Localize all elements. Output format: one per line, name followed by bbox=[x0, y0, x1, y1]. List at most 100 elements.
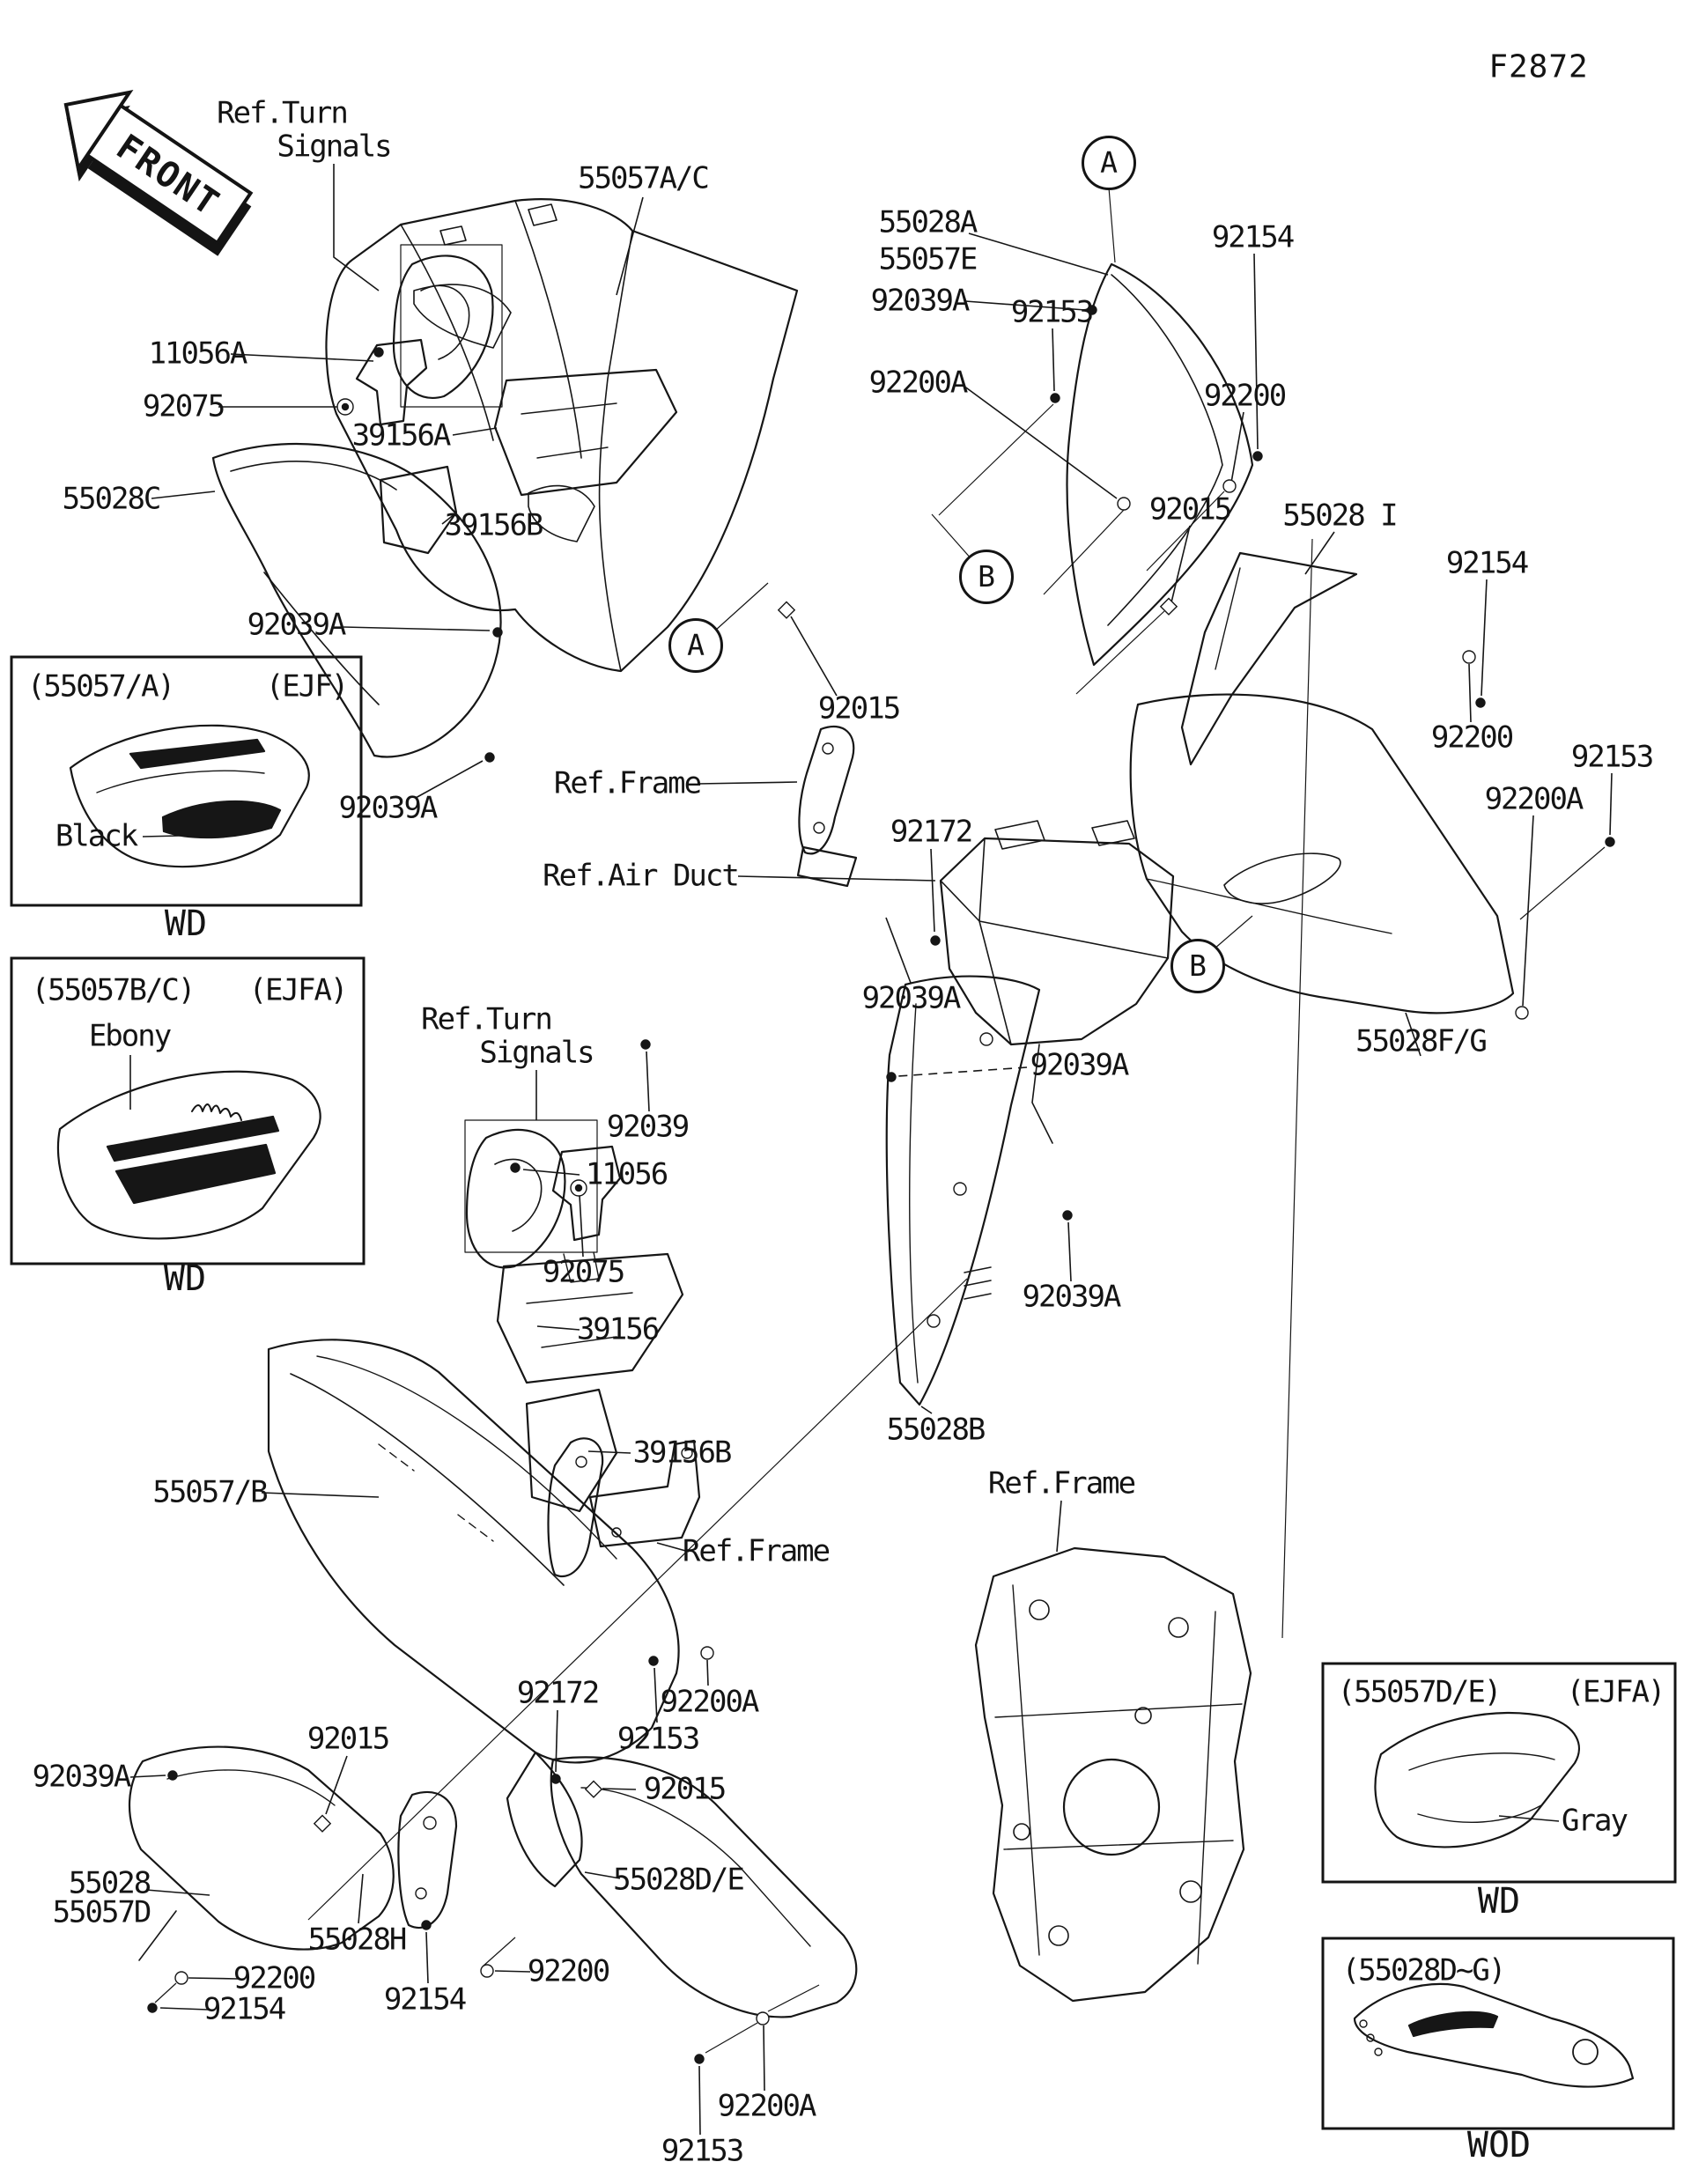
label-39156b-1: 39156B bbox=[444, 507, 544, 543]
label-92039a-7: 92039A bbox=[32, 1759, 132, 1795]
label-92015-1: 92015 bbox=[1148, 491, 1232, 528]
part-windshield-55028a-55057e bbox=[1066, 262, 1254, 667]
label-92154-2: 92154 bbox=[1445, 545, 1529, 581]
label-92153-2: 92153 bbox=[1570, 739, 1654, 775]
axis-lines bbox=[154, 187, 1606, 2054]
box3-caption: WD bbox=[1477, 1881, 1521, 1922]
variant-fairing-gray bbox=[1374, 1711, 1580, 1848]
screw-92039a-7 bbox=[167, 1770, 178, 1781]
part-heat-pad-39156a bbox=[493, 368, 678, 497]
part-bracket-11056 bbox=[551, 1145, 622, 1242]
part-frame-bracket-1 bbox=[796, 725, 858, 888]
ref-frame-2: Ref.Frame bbox=[987, 1465, 1136, 1502]
label-55057b: 55057/B bbox=[152, 1474, 268, 1510]
label-92154-3: 92154 bbox=[203, 1991, 286, 2027]
part-side-cowl-55028fg bbox=[1129, 693, 1515, 1015]
figure-code: F2872 bbox=[1488, 48, 1589, 85]
label-92153-3: 92153 bbox=[617, 1721, 700, 1757]
part-inner-cowl-55028c bbox=[211, 442, 502, 758]
box2-title-left: (55057B/C) bbox=[31, 972, 196, 1008]
ref-turn-signals-1a: Ref.Turn bbox=[217, 95, 349, 131]
variant-fairing-ebony bbox=[56, 1070, 321, 1240]
label-39156: 39156 bbox=[576, 1311, 660, 1347]
front-arrow-icon: FRONT bbox=[63, 90, 254, 256]
box1-title-right: (EJF) bbox=[265, 668, 349, 705]
clip-92015-4 bbox=[584, 1780, 603, 1798]
screw-92153-4 bbox=[694, 2054, 705, 2064]
label-92075-2: 92075 bbox=[542, 1254, 625, 1290]
label-55028c: 55028C bbox=[62, 481, 162, 517]
label-55028h: 55028H bbox=[307, 1922, 408, 1958]
label-92015-2: 92015 bbox=[817, 690, 901, 727]
box1-caption: WD bbox=[164, 904, 208, 945]
washer-92200-1 bbox=[1222, 479, 1237, 493]
label-92172-2: 92172 bbox=[516, 1675, 600, 1711]
variant-box-55057de bbox=[1321, 1662, 1677, 1884]
bolt-92172-1 bbox=[930, 935, 941, 946]
part-heat-pad-39156b-1 bbox=[379, 465, 458, 555]
label-55028i: 55028 I bbox=[1282, 498, 1398, 534]
label-55028: 55028 bbox=[68, 1865, 151, 1901]
label-92200-3: 92200 bbox=[233, 1960, 316, 1996]
variant-box-55028dg bbox=[1321, 1937, 1675, 2130]
label-92039a-4: 92039A bbox=[861, 980, 962, 1016]
screw-92039a-1 bbox=[1087, 305, 1097, 315]
variant-box-55057a bbox=[10, 655, 363, 907]
screw-92153-2 bbox=[1605, 837, 1615, 847]
bolt-11056a bbox=[373, 347, 384, 358]
callout-a-1: A bbox=[1082, 136, 1136, 190]
label-92153-4: 92153 bbox=[661, 2133, 744, 2169]
part-upper-cowl-55057ac bbox=[325, 198, 799, 673]
part-heat-pad-39156b-2 bbox=[525, 1388, 618, 1513]
callout-b-2: B bbox=[1170, 939, 1225, 993]
box4-title: (55028D~G) bbox=[1341, 1952, 1507, 1988]
variant-fairing-underside bbox=[1353, 1983, 1635, 2088]
variant-fairing-black bbox=[69, 724, 310, 868]
washer-92200a-2 bbox=[1515, 1006, 1529, 1020]
label-92154-1: 92154 bbox=[1211, 219, 1295, 255]
part-lower-cowl-55028de bbox=[550, 1756, 858, 2018]
label-92015-4: 92015 bbox=[643, 1771, 727, 1807]
label-55028de: 55028D/E bbox=[613, 1862, 745, 1898]
part-bracket-11056a bbox=[355, 338, 428, 426]
screw-92039 bbox=[640, 1039, 651, 1050]
washer-92200a-1 bbox=[1117, 497, 1131, 511]
callout-a-2: A bbox=[668, 618, 723, 673]
label-92153-1: 92153 bbox=[1010, 294, 1094, 330]
label-92200a-3: 92200A bbox=[660, 1684, 760, 1720]
box3-color: Gray bbox=[1562, 1803, 1628, 1839]
ref-frame-3: Ref.Frame bbox=[682, 1533, 831, 1569]
label-92039a-1: 92039A bbox=[870, 283, 971, 319]
label-92172-1: 92172 bbox=[890, 814, 973, 850]
ref-air-duct: Ref.Air Duct bbox=[543, 858, 740, 894]
label-92200a-1: 92200A bbox=[868, 365, 969, 401]
part-turn-signal-1 bbox=[392, 244, 503, 408]
label-92200-2: 92200 bbox=[1430, 719, 1514, 756]
label-55028b: 55028B bbox=[886, 1412, 986, 1448]
label-92200-1: 92200 bbox=[1203, 378, 1287, 414]
screw-92039a-2 bbox=[492, 627, 503, 638]
clip-92015-3 bbox=[313, 1814, 332, 1833]
label-39156b-2: 39156B bbox=[632, 1435, 733, 1471]
label-55028fg: 55028F/G bbox=[1355, 1023, 1488, 1059]
screw-92039a-6 bbox=[1062, 1210, 1073, 1221]
label-92015-3: 92015 bbox=[306, 1721, 390, 1757]
label-92200-4: 92200 bbox=[527, 1953, 610, 1989]
screw-92154-2 bbox=[1475, 697, 1486, 708]
washer-92200-3 bbox=[174, 1971, 188, 1985]
part-heat-pad-39156 bbox=[496, 1251, 684, 1384]
washer-92200a-4 bbox=[756, 2011, 770, 2025]
part-side-piece-55028i bbox=[1180, 551, 1358, 766]
nut-92075-2-center bbox=[574, 1184, 583, 1192]
screw-92039a-5 bbox=[886, 1072, 897, 1082]
screw-92154-3 bbox=[147, 2003, 158, 2013]
box4-caption: WOD bbox=[1466, 2125, 1532, 2166]
label-92039: 92039 bbox=[606, 1109, 690, 1145]
label-92039a-5: 92039A bbox=[1030, 1047, 1130, 1083]
clip-92015-2 bbox=[777, 601, 796, 619]
leader-lines bbox=[129, 164, 1613, 2136]
box3-title-right: (EJFA) bbox=[1566, 1674, 1666, 1710]
screw-92154-4 bbox=[421, 1920, 432, 1930]
bolt-11056 bbox=[510, 1162, 521, 1173]
